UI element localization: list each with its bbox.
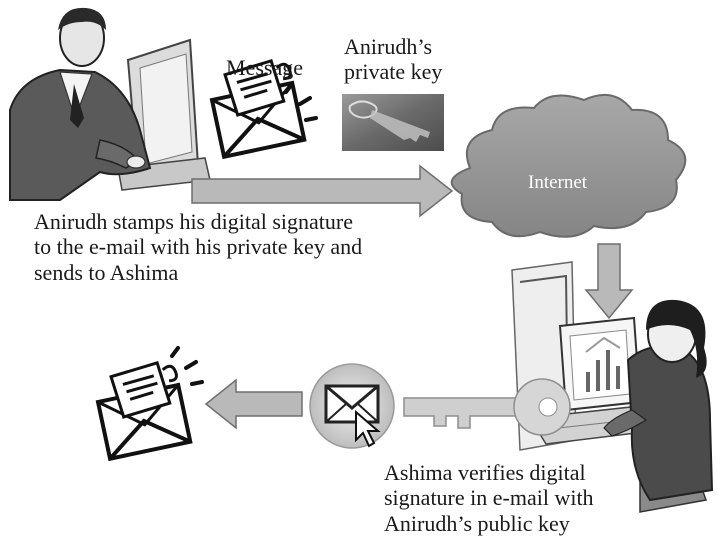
man-at-computer-icon (9, 7, 211, 201)
cloud-icon (450, 93, 687, 238)
receiver-caption: Ashima verifies digital signature in e-m… (384, 460, 594, 536)
woman-at-computer-icon (511, 261, 714, 513)
arrow-to-verified (204, 378, 303, 430)
arrow-to-receiver (584, 243, 634, 320)
envelope-cursor-icon (309, 363, 395, 449)
key-icon (403, 378, 571, 436)
private-key-label: Anirudh’s private key (344, 34, 443, 85)
internet-label: Internet (528, 172, 588, 193)
message-label: Message (226, 55, 303, 80)
sender-caption: Anirudh stamps his digital signature to … (34, 209, 363, 285)
key-photo-icon (342, 94, 444, 151)
motion-dashes (284, 82, 318, 122)
signed-envelope-icon (209, 58, 307, 160)
arrow-to-internet (191, 164, 454, 218)
motion-dashes (170, 346, 204, 386)
signed-envelope-icon (95, 360, 193, 462)
